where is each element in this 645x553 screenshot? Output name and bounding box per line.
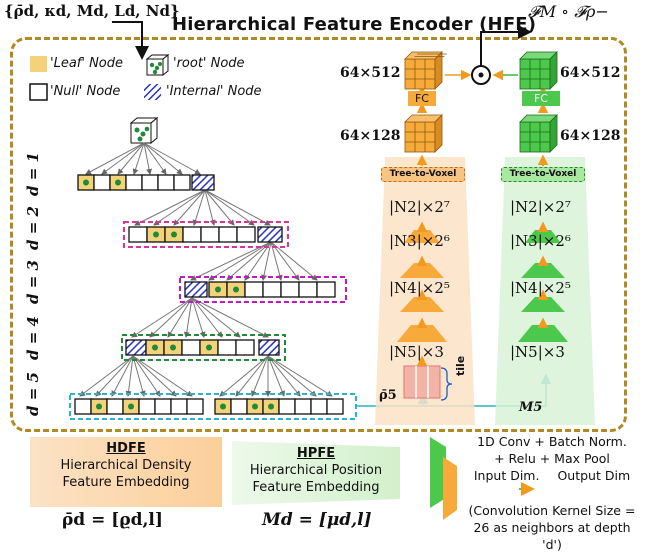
legend-internal: 'Internal' Node <box>166 84 262 99</box>
hdfe-box: HDFE Hierarchical Density Feature Embedd… <box>30 440 222 491</box>
rho5-label: ρ̄5 <box>379 388 397 403</box>
right-conv-stack <box>518 230 568 342</box>
left-top-voxel-grid <box>404 51 447 90</box>
depth-label-2: d = 2 <box>24 206 42 250</box>
null-swatch <box>29 83 48 101</box>
left-mid-size: 64×128 <box>340 128 401 144</box>
m5-label: M5 <box>519 400 543 415</box>
right-layer-n3: |N3|×2⁶ <box>510 232 571 250</box>
internal-swatch <box>144 84 161 100</box>
left-tree-to-voxel: Tree-to-Voxel <box>381 167 465 182</box>
root-cube-icon <box>129 116 159 145</box>
hpfe-box: HPFE Hierarchical Position Feature Embed… <box>232 445 400 496</box>
tile-block <box>403 365 441 399</box>
hfe-frame <box>10 37 627 432</box>
right-top-size: 64×512 <box>560 65 621 81</box>
notes-line5: 26 as neighbors at depth 'd') <box>473 520 631 552</box>
hpfe-abbr: HPFE <box>296 446 336 461</box>
conv-legend-icon <box>430 437 457 520</box>
left-layer-n4: |N4|×2⁵ <box>389 279 450 297</box>
left-mid-voxel-grid <box>404 114 443 153</box>
right-layer-n2: |N2|×2⁷ <box>510 198 571 216</box>
left-top-size: 64×512 <box>340 65 401 81</box>
tile-label: tile <box>454 355 467 376</box>
left-layer-n5: |N5|×3 <box>389 343 444 361</box>
input-params-label: {ρ̄d, κd, Md, Ld, Nd} <box>4 2 180 20</box>
notes-line2: + Relu + Max Pool <box>494 451 610 466</box>
right-layer-n4: |N4|×2⁵ <box>510 279 571 297</box>
diagram-title: Hierarchical Feature Encoder (HFE) <box>172 14 537 35</box>
hpfe-formula: Md = [μd,l] <box>262 510 372 530</box>
tree-level-3 <box>184 281 336 298</box>
left-fc: FC <box>408 91 436 106</box>
output-formula: 𝓕M ∘ 𝓕ρ− <box>528 2 609 21</box>
right-mid-size: 64×128 <box>560 128 621 144</box>
tree-level-1 <box>77 174 215 191</box>
hpfe-line2: Feature Embedding <box>252 480 380 495</box>
root-cube-legend-icon <box>145 53 170 77</box>
kernel-notes: (Convolution Kernel Size = 26 as neighbo… <box>462 502 642 553</box>
hdfe-formula: ρ̄d = [ϱd,l] <box>62 510 163 530</box>
right-layer-n5: |N5|×3 <box>510 343 565 361</box>
notes-line4: (Convolution Kernel Size = <box>468 503 636 518</box>
conv-notes: 1D Conv + Batch Norm. + Relu + Max Pool … <box>462 433 642 484</box>
right-mid-voxel-grid <box>519 114 558 153</box>
tree-level-4 <box>125 339 280 356</box>
legend-leaf: 'Leaf' Node <box>50 56 123 71</box>
hpfe-line1: Hierarchical Position <box>249 463 383 478</box>
hdfe-line1: Hierarchical Density <box>60 458 192 473</box>
left-layer-n2: |N2|×2⁷ <box>389 198 450 216</box>
left-layer-n3: |N3|×2⁶ <box>389 232 450 250</box>
tree-level-5 <box>74 398 344 415</box>
right-top-voxel-grid <box>519 51 558 90</box>
right-fc: FC <box>522 91 560 106</box>
depth-label-4: d = 4 <box>24 316 42 360</box>
fusion-product-icon <box>471 65 491 85</box>
tree-level-2 <box>128 226 283 243</box>
depth-label-1: d = 1 <box>24 152 42 196</box>
leaf-swatch <box>30 56 47 72</box>
depth-label-5: d = 5 <box>24 372 42 416</box>
legend-root: 'root' Node <box>173 56 245 71</box>
legend-null: 'Null' Node <box>50 84 121 99</box>
depth-label-3: d = 3 <box>24 260 42 304</box>
left-conv-stack <box>397 230 447 342</box>
notes-line1: 1D Conv + Batch Norm. <box>477 434 627 449</box>
right-tree-to-voxel: Tree-to-Voxel <box>501 167 585 182</box>
hdfe-abbr: HDFE <box>106 441 146 456</box>
notes-line3: Input Dim.Output Dim <box>473 468 631 483</box>
hdfe-line2: Feature Embedding <box>62 475 190 490</box>
